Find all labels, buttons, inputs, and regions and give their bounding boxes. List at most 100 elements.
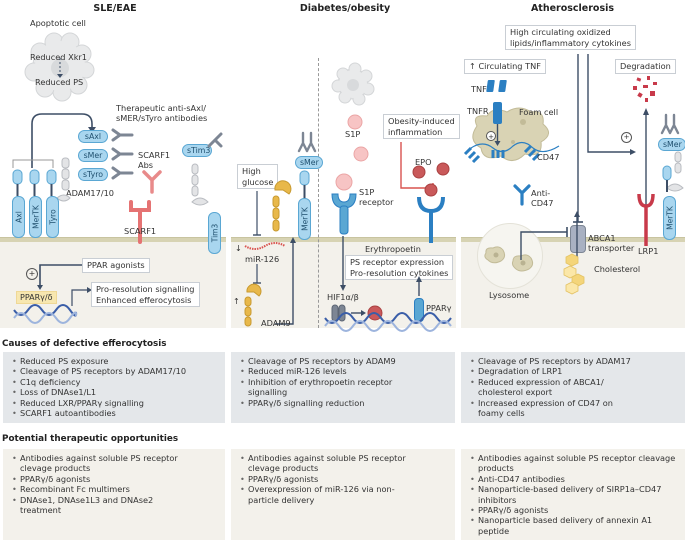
abca1-label-line1: ABCA1 — [588, 233, 616, 243]
lrp1-label: LRP1 — [638, 246, 659, 256]
list-item: Overexpression of miR-126 via non-partic… — [240, 484, 418, 505]
transcription-arrow — [71, 287, 92, 306]
lipid-pathway-lines — [573, 54, 636, 223]
mir126-down-arrow: ↓ — [235, 243, 242, 253]
list-item: PPARγ/δ agonists — [240, 474, 418, 485]
ppar-gamma-delta-label: PPARγ/δ — [16, 291, 57, 304]
causes-section-title: Causes of defective efferocytosis — [2, 339, 167, 349]
s1p-receptor-label-line1: S1P — [359, 187, 375, 197]
plus-icon: + — [621, 132, 632, 143]
therapeutic-diabetes-panel: Antibodies against soluble PS receptor c… — [231, 449, 455, 540]
styro-pill: sTyro — [78, 168, 108, 181]
cholesterol-icon — [563, 253, 585, 295]
therapeutic-atherosclerosis-panel: Antibodies against soluble PS receptor c… — [461, 449, 685, 540]
foam-cell-label: Foam cell — [519, 107, 559, 117]
abca1-label-line2: transporter — [588, 243, 635, 253]
adam9-up-arrow: ↑ — [233, 296, 240, 306]
s1p-label: S1P — [345, 129, 361, 139]
list-item: Degradation of LRP1 — [470, 366, 638, 377]
column-title-atherosclerosis: Atherosclerosis — [530, 3, 615, 14]
antibody-icons — [111, 128, 134, 180]
list-item: Antibodies against soluble PS receptor c… — [240, 453, 418, 474]
list-item: Cleavage of PS receptors by ADAM9 — [240, 356, 418, 367]
list-item: Increased expression of CD47 on foamy ce… — [470, 398, 638, 419]
list-item: Anti-CD47 antibodies — [470, 474, 678, 485]
receptor-stalks — [12, 157, 71, 202]
smer-pill: sMer — [78, 149, 108, 162]
cell-membrane — [0, 237, 226, 242]
stim3-pill: sTim3 — [182, 144, 212, 157]
s1p-receptor-label-line2: receptor — [359, 197, 394, 207]
lrp1-degradation-arrow — [643, 108, 649, 216]
obesity-line2: inflammation — [388, 126, 443, 137]
ppar-agonists-box: PPAR agonists — [82, 258, 150, 273]
obesity-inflammation-box: Obesity-induced inflammation — [383, 114, 460, 139]
circulating-tnf-box: ↑ Circulating TNF — [464, 59, 546, 74]
stim3-antibody-icon — [207, 132, 223, 148]
axl-receptor: Axl — [12, 196, 25, 238]
outcome-line2: Enhanced efferocytosis — [96, 294, 192, 305]
high-glucose-box: High glucose — [237, 164, 279, 189]
smer-antibody-icon — [297, 131, 317, 153]
scarf1-antibody-icon — [142, 170, 162, 194]
erythropoetin-receptor-icon — [417, 196, 445, 243]
foam-cell-icon: + — [463, 102, 560, 164]
lysosome-inhibition-line — [520, 227, 568, 260]
lysosome-contents-icon — [484, 246, 534, 272]
mertk-receptor: MerTK — [663, 196, 676, 240]
receptor-bracket — [12, 159, 54, 168]
degradation-fragments-icon — [633, 76, 657, 102]
obesity-line1: Obesity-induced — [388, 116, 455, 126]
mertk-receptor-stalk — [299, 170, 310, 198]
cholesterol-export-arrow — [574, 211, 580, 259]
s1p-molecule-icon — [347, 114, 369, 162]
s1p-receptor-icon — [331, 173, 357, 235]
causes-atherosclerosis-panel: Cleavage of PS receptors by ADAM17 Degra… — [461, 352, 685, 423]
cd47-label: CD47 — [537, 152, 560, 162]
lysosome-label: Lysosome — [489, 290, 530, 300]
mertk-receptor: MerTK — [298, 198, 311, 240]
degradation-box: Degradation — [615, 59, 676, 74]
list-item: Reduced PS exposure — [12, 356, 217, 367]
list-item: C1q deficiency — [12, 377, 217, 388]
epo-molecules — [412, 162, 450, 197]
list-item: Nanoparticle based delivery of annexin A… — [470, 515, 678, 536]
anti-cd47-label-line1: Anti- — [531, 188, 551, 198]
high-glucose-line1: High — [242, 166, 261, 176]
adam17-10-label: ADAM17/10 — [66, 188, 115, 198]
mir126-rna-icon — [244, 242, 286, 250]
anti-cd47-antibody-icon — [513, 184, 531, 206]
dna-icon — [13, 304, 78, 324]
list-item: Reduced LXR/PPARγ signalling — [12, 398, 217, 409]
abca1-transporter-icon — [570, 225, 586, 253]
smer-pill: sMer — [658, 138, 685, 151]
list-item: PPARγ/δ signalling reduction — [240, 398, 418, 409]
list-item: Nanoparticle-based delivery of SIRP1a–CD… — [470, 484, 678, 505]
list-item: Reduced miR-126 levels — [240, 366, 418, 377]
scarf1-abs-label-line2: Abs — [138, 160, 154, 170]
scarf1-label: SCARF1 — [124, 226, 157, 236]
adam9-membrane-icon — [272, 180, 292, 232]
apoptotic-cell-label: Apoptotic cell — [30, 18, 86, 28]
high-circ-line1: High circulating oxidized — [510, 27, 611, 37]
panel-atherosclerosis: High circulating oxidized lipids/inflamm… — [461, 0, 685, 328]
tim3-soluble-stalk — [191, 163, 209, 206]
plus-icon: + — [26, 268, 38, 280]
pparg-label: PPARγ — [426, 303, 452, 313]
smer-pill: sMer — [295, 156, 323, 169]
causes-sle-panel: Reduced PS exposure Cleavage of PS recep… — [3, 352, 225, 423]
adam9-label: ADAM9 — [261, 318, 291, 328]
anti-cd47-label-line2: CD47 — [531, 198, 554, 208]
list-item: Reduced expression of ABCA1/ cholesterol… — [470, 377, 638, 398]
glucose-inhibition-line — [253, 191, 261, 284]
scarf1-receptor-icon — [129, 200, 151, 244]
list-item: SCARF1 autoantibodies — [12, 408, 217, 419]
adam9-cleavage-arrow — [275, 237, 296, 325]
list-item: PPARγ/δ agonists — [12, 474, 190, 485]
high-glucose-line2: glucose — [242, 176, 274, 187]
column-title-diabetes-obesity: Diabetes/obesity — [299, 3, 391, 14]
panel-sle-eae: Apoptotic cell Reduced Xkr1 Reduced PS T… — [0, 0, 226, 328]
reduced-ps-label: Reduced PS — [35, 77, 84, 87]
ppar-activation-arrow — [37, 264, 82, 290]
list-item: Inhibition of erythropoetin receptor sig… — [240, 377, 418, 398]
